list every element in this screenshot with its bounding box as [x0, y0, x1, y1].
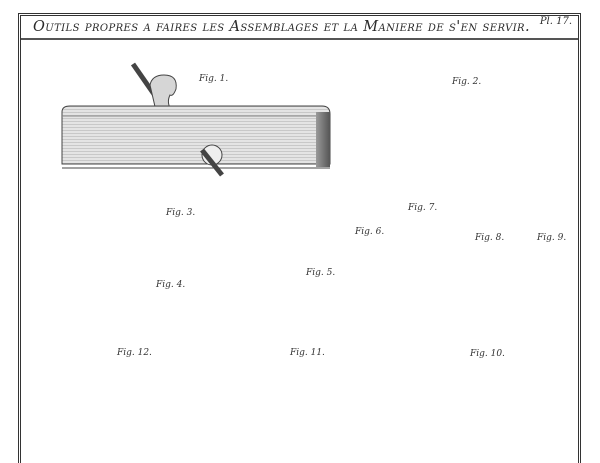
fig-7-label: Fig. 7. — [408, 203, 438, 213]
engraving-illustrations — [61, 62, 331, 177]
fig-12-label: Fig. 12. — [117, 348, 152, 358]
title-band: Outils propres a faires les Assemblages … — [21, 16, 578, 40]
fig-1-label: Fig. 1. — [199, 74, 229, 84]
fig-11-label: Fig. 11. — [290, 348, 325, 358]
plate-frame — [18, 13, 581, 463]
fig-8-label: Fig. 8. — [475, 233, 505, 243]
fig-5-label: Fig. 5. — [306, 268, 336, 278]
fig-6-label: Fig. 6. — [355, 227, 385, 237]
fig-4-label: Fig. 4. — [156, 280, 186, 290]
plate-number: Pl. 17. — [539, 16, 572, 27]
figure-1-long-plane — [61, 62, 331, 177]
fig-3-label: Fig. 3. — [166, 208, 196, 218]
fig-10-label: Fig. 10. — [470, 349, 505, 359]
fig-2-label: Fig. 2. — [452, 77, 482, 87]
plate-title: Outils propres a faires les Assemblages … — [33, 19, 530, 35]
fig-9-label: Fig. 9. — [537, 233, 567, 243]
